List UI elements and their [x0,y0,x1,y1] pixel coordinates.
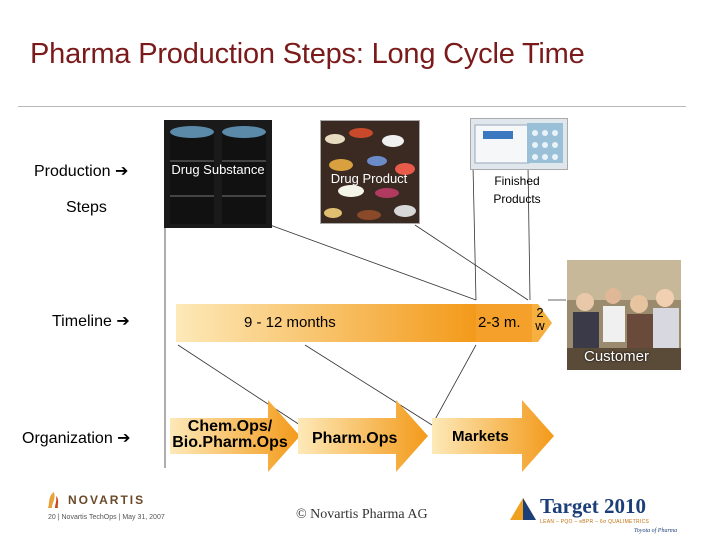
organization-arrows [170,400,554,472]
novartis-wordmark: NOVARTIS [68,493,146,507]
organization-text: Organization [22,430,113,447]
steps-label: Steps [66,199,107,216]
novartis-flame-icon [48,492,59,508]
slide-title: Pharma Production Steps: Long Cycle Time [30,38,585,70]
chemops-label: Chem.Ops/ Bio.Pharm.Ops [172,418,288,451]
customer-caption: Customer [584,348,650,365]
production-label: Production ➔ [34,161,128,181]
timeline-segment-3: 2 w [535,305,545,333]
organization-label: Organization ➔ [22,428,131,448]
production-text: Production [34,163,111,180]
timeline-label: Timeline ➔ [52,311,130,331]
slide-footer-info: 20 | Novartis TechOps | May 31, 2007 [48,514,165,521]
finished-products-caption: Finished Products [493,174,541,206]
timeline-arrow [176,304,552,342]
target-tagline: Toyota of Pharma [634,528,678,534]
right-arrow-icon: ➔ [116,313,130,330]
target-subtitle: LEAN – PQO – eBPR – 6σ QUALIMETRICS [540,519,650,525]
copyright-text: © Novartis Pharma AG [296,507,428,522]
timeline-text: Timeline [52,313,112,330]
drug-substance-caption: Drug Substance [171,162,265,177]
drug-product-pills-image [320,120,420,224]
right-arrow-icon: ➔ [117,430,131,447]
customer-photo-image [567,260,681,370]
pyramid-icon [510,498,536,520]
timeline-segment-2: 2-3 m. [478,314,521,331]
timeline-segment-1: 9 - 12 months [244,314,336,331]
novartis-logo: NOVARTIS [44,490,154,510]
target-2010-logo: Target 2010 LEAN – PQO – eBPR – 6σ QUALI… [508,494,688,538]
markets-label: Markets [452,428,509,445]
finished-products-package-image [470,118,568,170]
title-divider [18,106,686,107]
pharmops-label: Pharm.Ops [312,430,398,447]
drug-substance-barrels-image [164,120,272,228]
target-title: Target 2010 [540,494,646,518]
right-arrow-icon: ➔ [114,163,129,180]
drug-product-caption: Drug Product [330,171,408,186]
